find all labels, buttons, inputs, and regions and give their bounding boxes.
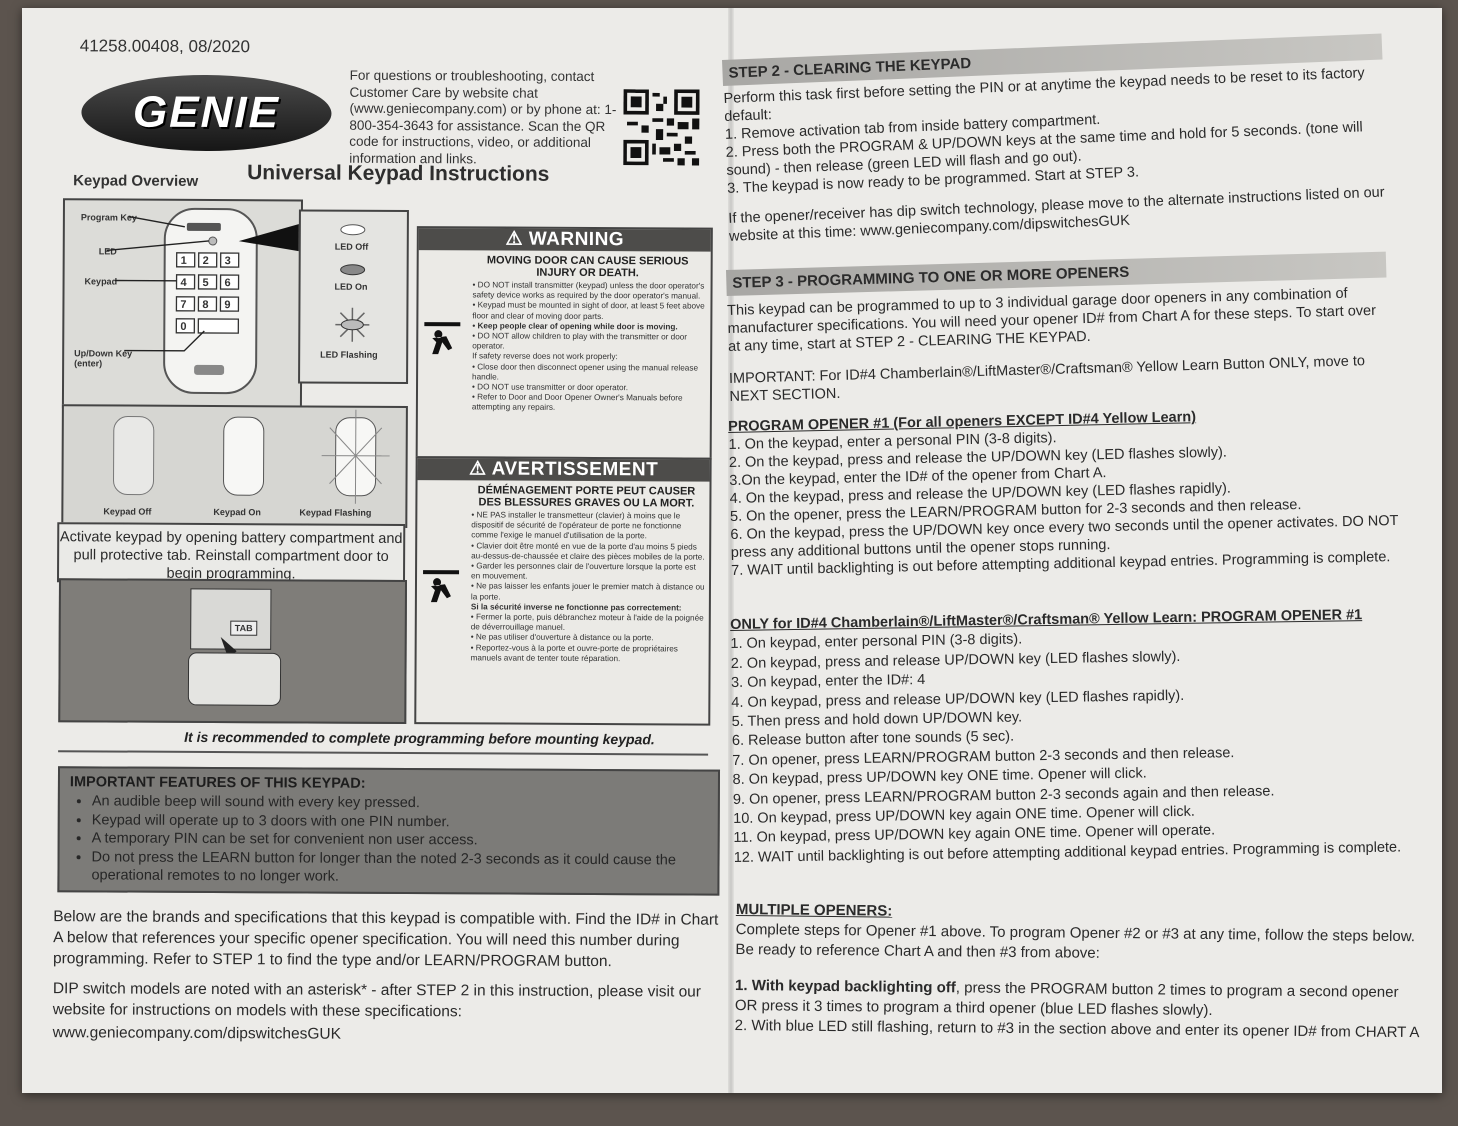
key-6: 6 [224, 277, 231, 290]
key-7: 7 [180, 298, 187, 311]
page-title: Universal Keypad Instructions [247, 161, 550, 186]
multiple-section: MULTIPLE OPENERS: Complete steps for Ope… [735, 900, 1426, 1043]
warning-item: • Refer to Door and Door Opener Owner's … [471, 392, 683, 413]
warning-item: • DO NOT install transmitter (keypad) un… [472, 280, 705, 301]
avertissement-subtitle: DÉMÉNAGEMENT PORTE PEUT CAUSER DES BLESS… [477, 484, 696, 510]
qr-code-icon [623, 89, 700, 166]
key-5: 5 [202, 276, 209, 289]
recommendation-note: It is recommended to complete programmin… [184, 728, 655, 748]
warning-heading: ⚠ WARNING [418, 228, 711, 252]
avertissement-item: • Garder les personnes clair de l'ouvert… [471, 561, 696, 581]
left-page: 41258.00408, 08/2020 GENIE For questions… [22, 8, 727, 1093]
person-hazard-icon [424, 322, 461, 355]
page-fold [728, 8, 734, 1093]
features-box: IMPORTANT FEATURES OF THIS KEYPAD: An au… [57, 766, 721, 896]
avertissement-box: ⚠ AVERTISSEMENT DÉMÉNAGEMENT PORTE PEUT … [414, 456, 712, 726]
logo-text: GENIE [132, 87, 281, 138]
warning-item: • Close door then disconnect opener usin… [472, 361, 699, 382]
doc-number: 41258.00408, 08/2020 [79, 36, 251, 57]
keypad-state-icons [113, 409, 390, 504]
label-led-off: LED Off [334, 241, 369, 252]
led-icons [335, 224, 370, 342]
avertissement-heading: ⚠ AVERTISSEMENT [417, 458, 710, 482]
label-keypad-flashing: Keypad Flashing [299, 507, 372, 518]
avertissement-item: • Fermer la porte, puis débranchez moteu… [470, 612, 704, 633]
warning-item: If safety reverse does not work properly… [472, 351, 618, 362]
multiple-intro: Complete steps for Opener #1 above. To p… [735, 920, 1416, 962]
key-3: 3 [224, 255, 231, 268]
key-2: 2 [202, 254, 209, 267]
key-0: 0 [180, 320, 187, 333]
right-page: STEP 2 - CLEARING THE KEYPAD Perform thi… [722, 8, 1442, 1093]
avertissement-list: • NE PAS installer le transmetteur (clav… [471, 510, 706, 664]
feature-item: An audible beep will sound with every ke… [92, 792, 708, 814]
genie-logo: GENIE [81, 74, 332, 152]
program4-section: ONLY for ID#4 Chamberlain®/LiftMaster®/C… [730, 605, 1434, 868]
avertissement-item: • Reportez-vous à la porte et ouvre-port… [470, 642, 678, 663]
avertissement-item: • Ne pas laisser les enfants jouer le pr… [470, 581, 705, 602]
warning-triangle-icon: ⚠ [505, 228, 529, 250]
activate-instructions: Activate keypad by opening battery compa… [56, 522, 406, 585]
keypad-illustration [106, 207, 301, 395]
warning-list: • DO NOT install transmitter (keypad) un… [472, 280, 707, 414]
label-keypad-off: Keypad Off [103, 506, 152, 517]
instruction-sheet: 41258.00408, 08/2020 GENIE For questions… [22, 8, 1442, 1093]
overview-label: Keypad Overview [73, 172, 199, 190]
step3-intro: This keypad can be programmed to up to 3… [726, 285, 1377, 355]
step3-important: IMPORTANT: For ID#4 Chamberlain®/LiftMas… [728, 353, 1366, 405]
keypad-diagram: Program Key LED Keypad Up/Down Key (ente… [61, 198, 304, 410]
battery-compartment-illustration: TAB [58, 578, 408, 725]
dip-paragraph: DIP switch models are noted with an aste… [52, 980, 702, 1021]
label-led-on: LED On [334, 281, 368, 292]
person-hazard-icon [423, 570, 460, 603]
led-states: LED Off LED On LED Flashing [298, 209, 409, 385]
key-9: 9 [224, 299, 231, 312]
contact-info: For questions or troubleshooting, contac… [349, 67, 617, 166]
dip-url: www.geniecompany.com/dipswitchesGUK [52, 1024, 341, 1043]
warning-item: • DO NOT allow children to play with the… [472, 331, 688, 351]
avertissement-item: • Ne pas utiliser d'ouverture à distance… [470, 632, 654, 643]
keypad-states: Keypad Off Keypad On Keypad Flashing [61, 404, 408, 529]
features-title: IMPORTANT FEATURES OF THIS KEYPAD: [69, 774, 366, 792]
label-tab: TAB [234, 623, 253, 634]
key-4: 4 [180, 276, 187, 289]
warning-triangle-icon: ⚠ [468, 458, 492, 480]
features-list: An audible beep will sound with every ke… [69, 792, 707, 888]
feature-item: A temporary PIN can be set for convenien… [92, 829, 708, 851]
key-8: 8 [202, 298, 209, 311]
key-1: 1 [180, 254, 187, 267]
divider [58, 750, 709, 756]
label-keypad-on: Keypad On [213, 507, 261, 518]
avertissement-item: • NE PAS installer le transmetteur (clav… [471, 510, 682, 541]
warning-subtitle: MOVING DOOR CAN CAUSE SERIOUS INJURY OR … [486, 254, 689, 280]
brands-paragraph: Below are the brands and specifications … [52, 908, 719, 971]
battery-tab-icon [187, 588, 282, 706]
feature-item: Do not press the LEARN button for longer… [91, 848, 707, 888]
warning-item: • Keypad must be mounted in sight of doo… [472, 300, 705, 321]
avertissement-item: • Clavier doit être monté en vue de la p… [471, 540, 705, 562]
warning-box: ⚠ WARNING MOVING DOOR CAN CAUSE SERIOUS … [415, 226, 713, 460]
program1-section: PROGRAM OPENER #1 (For all openers EXCEP… [728, 404, 1421, 580]
label-led-flashing: LED Flashing [320, 349, 378, 360]
